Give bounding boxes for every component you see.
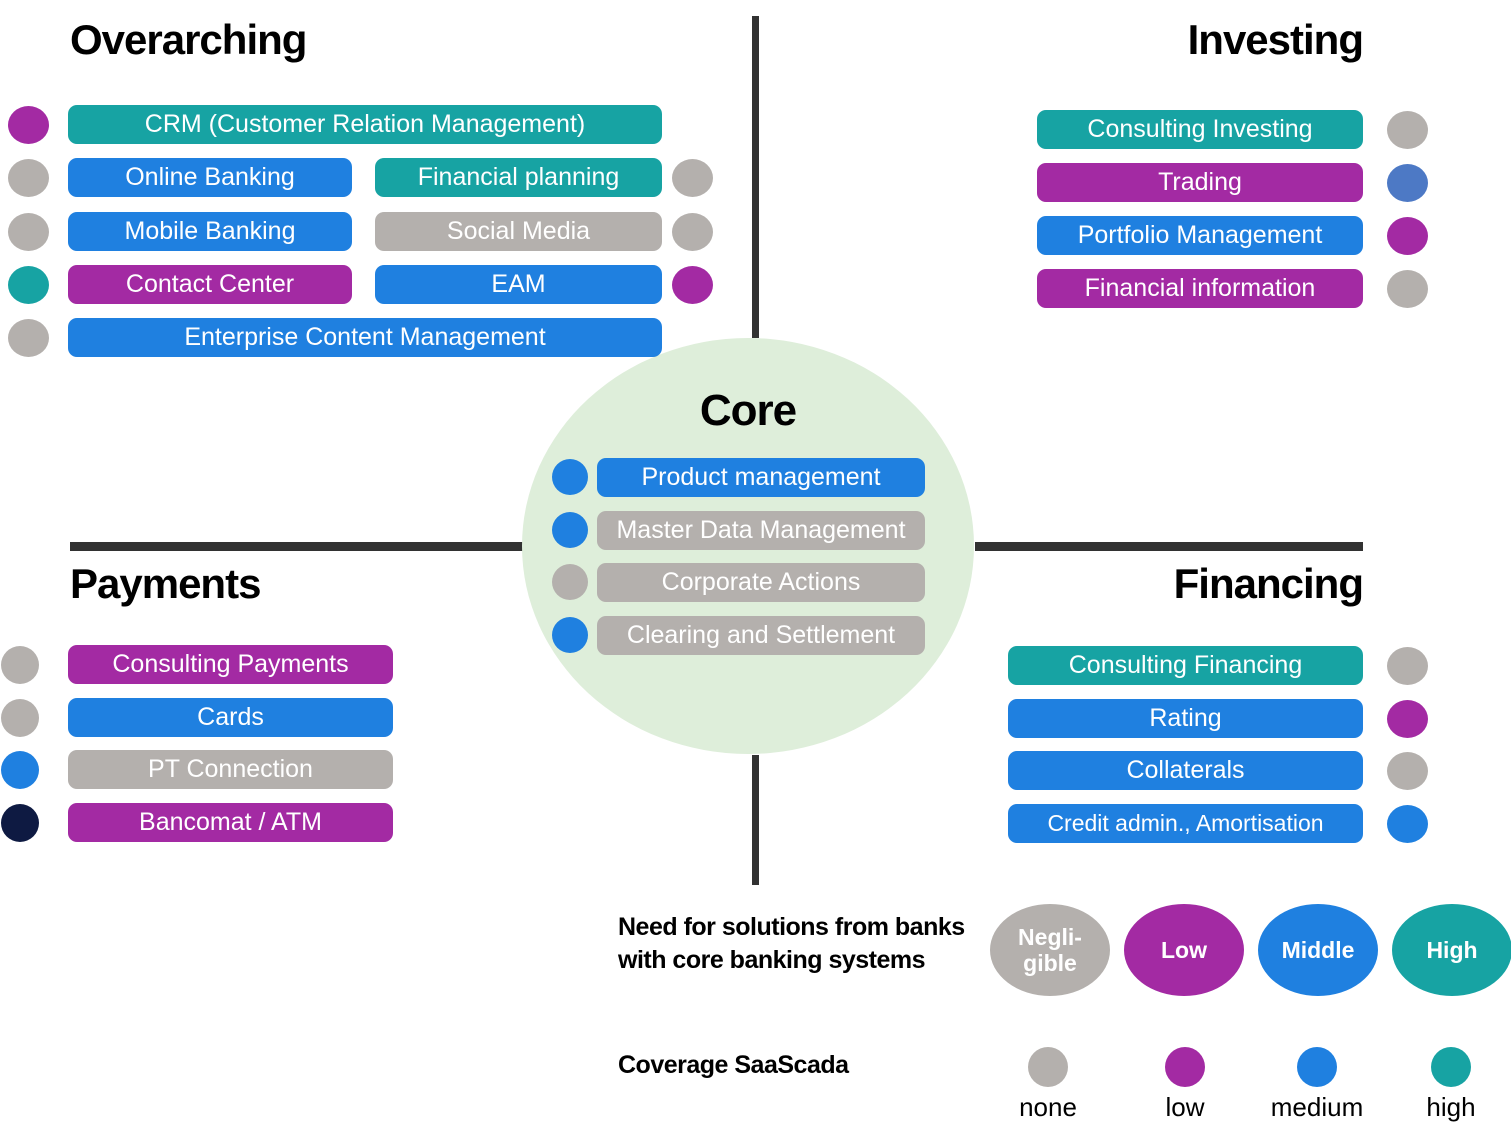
legend-need-middle-ellipse: Middle [1258, 904, 1378, 996]
quadrant-title-financing: Financing [1173, 560, 1364, 607]
dot-corporate-actions [552, 564, 588, 600]
bar-master-data-management: Master Data Management [597, 511, 925, 550]
bar-portfolio-management: Portfolio Management [1037, 216, 1363, 255]
dot-trading [1387, 164, 1428, 202]
legend-coverage-low-label: low [1165, 1092, 1205, 1122]
bar-social-media: Social Media [375, 212, 662, 251]
quadrant-title-investing: Investing [1187, 16, 1364, 63]
dot-eam [672, 266, 713, 304]
dot-financial-planning [672, 159, 713, 197]
dot-product-management [552, 459, 588, 495]
dot-contact-center [8, 266, 49, 304]
legend-coverage-low-dot [1165, 1047, 1205, 1087]
quadrant-title-payments: Payments [70, 560, 261, 607]
bar-corporate-actions: Corporate Actions [597, 563, 925, 602]
bar-consulting-investing: Consulting Investing [1037, 110, 1363, 149]
bar-online-banking: Online Banking [68, 158, 352, 197]
bar-cards: Cards [68, 698, 393, 737]
bar-eam: EAM [375, 265, 662, 304]
dot-mobile-banking [8, 213, 49, 251]
divider-horizontal-right [975, 542, 1363, 551]
divider-horizontal-left [70, 542, 523, 551]
legend-coverage-medium-dot [1297, 1047, 1337, 1087]
dot-cards [1, 699, 39, 737]
dot-collaterals [1387, 752, 1428, 790]
dot-social-media [672, 213, 713, 251]
divider-vertical-bottom [752, 755, 759, 885]
legend-coverage-high-dot [1431, 1047, 1471, 1087]
core-title: Core [699, 386, 797, 435]
dot-online-banking [8, 159, 49, 197]
dot-clearing-and-settlement [552, 617, 588, 653]
legend-coverage-high-label: high [1426, 1092, 1476, 1122]
dot-enterprise-content-management [8, 319, 49, 357]
legend-coverage-title: Coverage SaaScada [618, 1051, 849, 1079]
dot-master-data-management [552, 512, 588, 548]
legend-need-high-ellipse: High [1392, 904, 1511, 996]
bar-clearing-and-settlement: Clearing and Settlement [597, 616, 925, 655]
dot-credit-admin-amortisation [1387, 805, 1428, 843]
dot-crm [8, 106, 49, 144]
bar-financial-information: Financial information [1037, 269, 1363, 308]
bar-rating: Rating [1008, 699, 1363, 738]
dot-consulting-payments [1, 646, 39, 684]
dot-rating [1387, 700, 1428, 738]
bar-crm: CRM (Customer Relation Management) [68, 105, 662, 144]
bar-consulting-financing: Consulting Financing [1008, 646, 1363, 685]
bar-contact-center: Contact Center [68, 265, 352, 304]
dot-consulting-financing [1387, 647, 1428, 685]
dot-financial-information [1387, 270, 1428, 308]
dot-consulting-investing [1387, 111, 1428, 149]
dot-bancomat-atm [1, 804, 39, 842]
dot-pt-connection [1, 751, 39, 789]
legend-need-title: Need for solutions from banks with core … [618, 913, 965, 974]
divider-vertical-top [752, 16, 759, 338]
legend-coverage-medium-label: medium [1270, 1092, 1364, 1122]
legend-coverage-none-label: none [1019, 1092, 1077, 1122]
legend-coverage-none-dot [1028, 1047, 1068, 1087]
bar-consulting-payments: Consulting Payments [68, 645, 393, 684]
bar-trading: Trading [1037, 163, 1363, 202]
bar-mobile-banking: Mobile Banking [68, 212, 352, 251]
bar-collaterals: Collaterals [1008, 751, 1363, 790]
legend-need-negligible-ellipse: Negli- gible [990, 904, 1110, 996]
legend-need-low-ellipse: Low [1124, 904, 1244, 996]
bar-credit-admin-amortisation: Credit admin., Amortisation [1008, 804, 1363, 843]
bar-pt-connection: PT Connection [68, 750, 393, 789]
dot-portfolio-management [1387, 217, 1428, 255]
bar-bancomat-atm: Bancomat / ATM [68, 803, 393, 842]
bar-financial-planning: Financial planning [375, 158, 662, 197]
bar-enterprise-content-management: Enterprise Content Management [68, 318, 662, 357]
bar-product-management: Product management [597, 458, 925, 497]
quadrant-title-overarching: Overarching [70, 16, 307, 63]
